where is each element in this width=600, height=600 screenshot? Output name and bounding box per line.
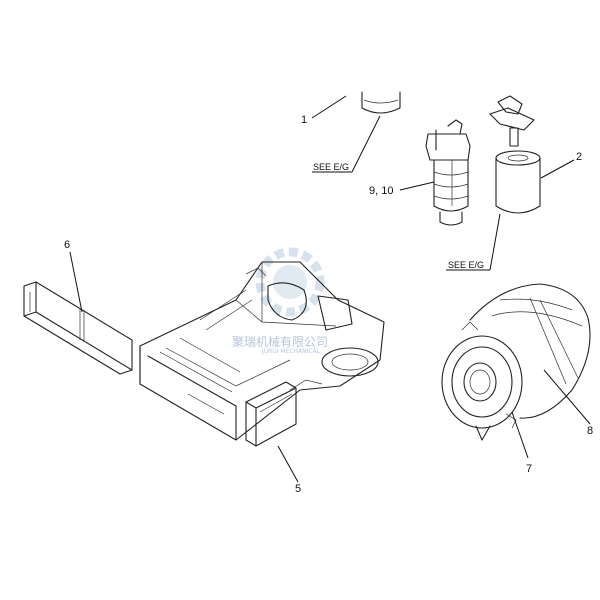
callout-7: 7 [526, 463, 532, 475]
callout-1: 1 [301, 114, 307, 126]
part-2-spin-on-filter [489, 95, 541, 214]
callout-2: 2 [576, 151, 582, 163]
part-8-air-cleaner-housing [469, 283, 591, 419]
callout-9-10: 9, 10 [369, 185, 393, 197]
heater-unit-housing [139, 261, 385, 441]
see-eg-label-bottom: SEE E/G [448, 260, 484, 270]
watermark-text: 聚瑞机械有限公司 [232, 334, 328, 349]
see-eg-label-top: SEE E/G [313, 162, 349, 172]
watermark-subtext: JURUI MECHANICAL [261, 348, 321, 355]
part-9-10-fuel-filter [425, 119, 471, 226]
part-1-filter-cylinder [361, 91, 401, 114]
part-7-air-filter-element [441, 321, 523, 441]
part-5-filter-element [245, 381, 297, 447]
callout-5: 5 [295, 483, 301, 495]
callout-6: 6 [64, 239, 70, 251]
part-6-filter-panel [23, 281, 133, 375]
callout-8: 8 [587, 425, 593, 437]
